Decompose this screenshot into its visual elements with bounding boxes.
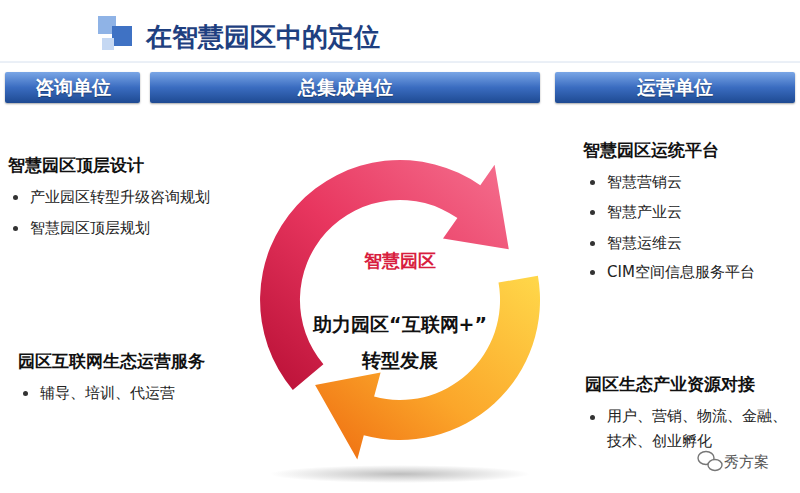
- header-band: 运营单位: [555, 72, 795, 103]
- cycle-shadow: [270, 465, 530, 483]
- icon-square: [112, 26, 132, 46]
- group-heading: 智慧园区顶层设计: [8, 154, 144, 176]
- bullet-dot: [590, 180, 595, 185]
- group-heading: 园区生态产业资源对接: [585, 373, 755, 395]
- bullet-item: CIM空间信息服务平台: [607, 262, 755, 282]
- header-band: 总集成单位: [150, 72, 540, 103]
- bullet-item: 智慧运维云: [607, 233, 682, 253]
- band-label: 总集成单位: [298, 75, 393, 101]
- cycle-arrow: [260, 160, 509, 390]
- band-label: 运营单位: [637, 75, 713, 101]
- bullet-item: 产业园区转型升级咨询规划: [30, 187, 210, 207]
- group-heading: 智慧园区运统平台: [583, 139, 719, 161]
- bullet-dot: [13, 226, 18, 231]
- bullet-dot: [590, 415, 595, 420]
- separator-line: [0, 62, 800, 63]
- icon-square: [102, 38, 114, 50]
- center-slogan: 助力园区“互联网+” 转型发展: [302, 306, 498, 378]
- header-band: 咨询单位: [5, 72, 140, 103]
- bullet-dot: [590, 270, 595, 275]
- bullet-item: 用户、营销、物流、金融、 技术、创业孵化: [607, 404, 797, 454]
- bullet-dot: [590, 241, 595, 246]
- wechat-icon: [698, 452, 722, 471]
- icon-bubble: [708, 460, 722, 471]
- band-label: 咨询单位: [35, 75, 111, 101]
- bullet-dot: [590, 210, 595, 215]
- title-icon: [98, 16, 132, 50]
- bullet-dot: [23, 391, 28, 396]
- bullet-dot: [13, 195, 18, 200]
- group-heading: 园区互联网生态运营服务: [18, 350, 205, 372]
- watermark: 秀方案: [724, 452, 769, 472]
- bullet-item: 智慧产业云: [607, 202, 682, 222]
- page-title: 在智慧园区中的定位: [146, 20, 380, 55]
- bullet-item: 智慧营销云: [607, 172, 682, 192]
- bullet-item: 智慧园区顶层规划: [30, 218, 150, 238]
- center-heading: 智慧园区: [300, 249, 500, 272]
- bullet-item: 辅导、培训、代运营: [40, 383, 175, 403]
